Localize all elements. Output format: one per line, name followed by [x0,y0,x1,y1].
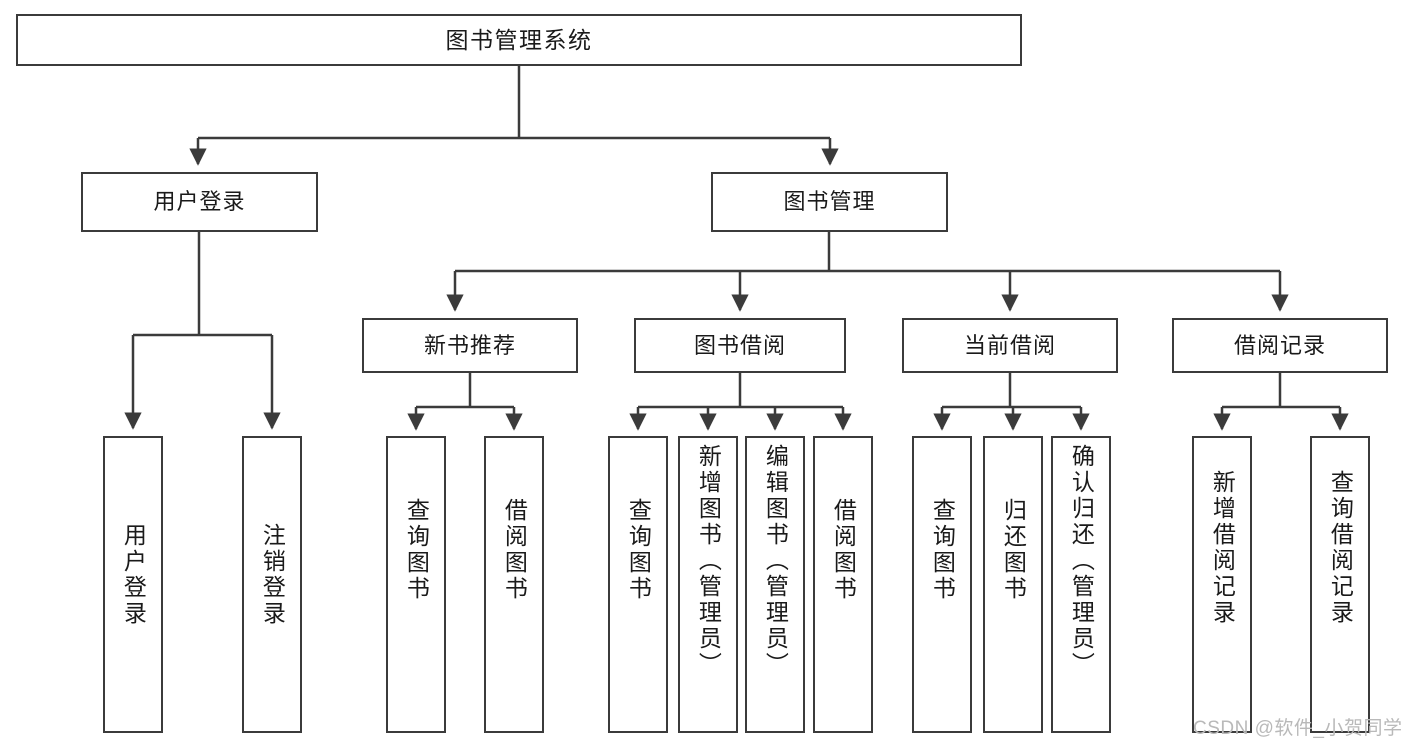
node-leaf-return-book-label: 归还图书 [1000,498,1027,602]
node-leaf-query-record-label: 查询借阅记录 [1327,470,1354,626]
node-leaf-add-book[interactable]: 新增图书（管理员） [678,436,738,733]
node-leaf-query-book-1[interactable]: 查询图书 [386,436,446,733]
node-borrow-record-label: 借阅记录 [1233,332,1326,358]
csdn-watermark: CSDN @软件_小贺同学 [1193,718,1403,739]
node-leaf-user-logout[interactable]: 注销登录 [242,436,302,733]
node-leaf-edit-book-label: 编辑图书（管理员） [762,444,789,678]
node-new-book-rec-label: 新书推荐 [423,332,516,358]
node-leaf-edit-book[interactable]: 编辑图书（管理员） [745,436,805,733]
node-book-borrow-label: 图书借阅 [693,332,786,358]
node-leaf-add-record[interactable]: 新增借阅记录 [1192,436,1252,733]
node-root-label: 图书管理系统 [445,26,593,53]
node-leaf-user-login[interactable]: 用户登录 [103,436,163,733]
node-book-manage[interactable]: 图书管理 [711,172,948,232]
node-leaf-user-login-label: 用户登录 [120,523,147,627]
node-leaf-borrow-book-2[interactable]: 借阅图书 [813,436,873,733]
node-leaf-add-record-label: 新增借阅记录 [1209,470,1236,626]
node-leaf-borrow-book-1[interactable]: 借阅图书 [484,436,544,733]
node-leaf-return-book[interactable]: 归还图书 [983,436,1043,733]
node-leaf-confirm-return[interactable]: 确认归还（管理员） [1051,436,1111,733]
node-leaf-query-book-2-label: 查询图书 [625,498,652,602]
node-leaf-query-book-3-label: 查询图书 [929,498,956,602]
node-leaf-query-book-2[interactable]: 查询图书 [608,436,668,733]
node-leaf-borrow-book-2-label: 借阅图书 [830,498,857,602]
node-leaf-query-record[interactable]: 查询借阅记录 [1310,436,1370,733]
node-leaf-confirm-return-label: 确认归还（管理员） [1068,444,1095,678]
node-leaf-query-book-1-label: 查询图书 [403,498,430,602]
node-root[interactable]: 图书管理系统 [16,14,1022,66]
node-leaf-add-book-label: 新增图书（管理员） [695,444,722,678]
node-new-book-rec[interactable]: 新书推荐 [362,318,578,373]
node-leaf-query-book-3[interactable]: 查询图书 [912,436,972,733]
node-current-borrow[interactable]: 当前借阅 [902,318,1118,373]
node-leaf-user-logout-label: 注销登录 [259,523,286,627]
node-book-borrow[interactable]: 图书借阅 [634,318,846,373]
node-current-borrow-label: 当前借阅 [963,332,1056,358]
node-leaf-borrow-book-1-label: 借阅图书 [501,498,528,602]
node-user-login-label: 用户登录 [153,189,246,215]
node-borrow-record[interactable]: 借阅记录 [1172,318,1388,373]
node-book-manage-label: 图书管理 [783,189,876,215]
node-user-login[interactable]: 用户登录 [81,172,318,232]
